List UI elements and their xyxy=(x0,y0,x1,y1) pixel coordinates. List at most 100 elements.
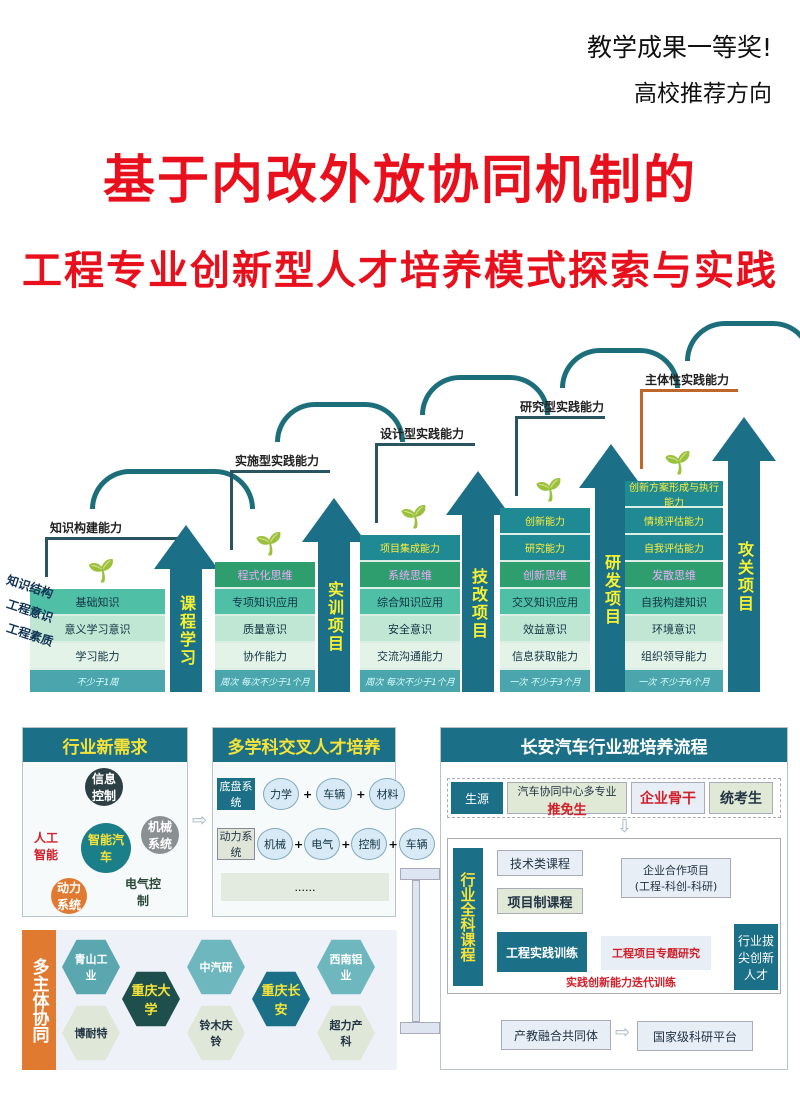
source3: 统考生 xyxy=(709,782,773,814)
row-label: 底盘系统 xyxy=(217,778,255,810)
plus-sign: + xyxy=(341,837,351,851)
side-course: 行业全科课程 xyxy=(453,848,483,986)
arrow-label: 实训项目 xyxy=(325,581,344,653)
multidiscipline-title: 多学科交叉人才培养 xyxy=(213,728,395,762)
skill-row: 自我构建知识 xyxy=(625,589,723,614)
more-placeholder: ...... xyxy=(221,873,389,901)
bracket xyxy=(640,389,738,469)
center-node: 智能汽车 xyxy=(81,823,131,873)
node: 信息控制 xyxy=(85,768,123,806)
practice-training: 工程实践训练 xyxy=(497,932,587,972)
sprout-icon: 🌱 xyxy=(87,559,115,584)
arrow-down-icon: ⇩ xyxy=(617,816,633,837)
partner-hex: 博耐特 xyxy=(62,1005,120,1061)
award-text: 教学成果一等奖! xyxy=(586,33,772,62)
plus-sign: + xyxy=(303,787,313,801)
skill-row: 安全意识 xyxy=(360,616,460,641)
skill-row: 程式化思维 xyxy=(215,562,315,587)
plus-sign: + xyxy=(388,837,398,851)
skill-row: 意义学习意识 xyxy=(30,616,165,641)
bracket xyxy=(515,416,605,496)
step-block: 项目集成能力系统思维综合知识应用安全意识交流沟通能力周次 每次不少于1个月 xyxy=(360,535,460,692)
source1-em: 推免生 xyxy=(547,803,587,818)
source-row xyxy=(447,778,781,818)
skill-row: 发散思维 xyxy=(625,562,723,587)
ability-label: 主体性实践能力 xyxy=(645,373,730,387)
iterate-text: 实践创新能力迭代训练 xyxy=(566,976,676,989)
bracket xyxy=(375,443,475,523)
step-duration: 不少于1周 xyxy=(30,670,165,692)
step-duration: 周次 每次不少于1个月 xyxy=(215,670,315,692)
partner-hex: 铃木庆铃 xyxy=(187,1005,245,1061)
arrow-label: 技改项目 xyxy=(469,567,488,640)
skill-row: 情境评估能力 xyxy=(625,508,723,533)
step-duration: 周次 每次不少于1个月 xyxy=(360,670,460,692)
skill-row: 质量意识 xyxy=(215,616,315,641)
arrow-label: 课程学习 xyxy=(177,594,196,667)
step-block: 基础知识意义学习意识学习能力不少于1周 xyxy=(30,589,165,692)
partner-hex: 重庆大学 xyxy=(122,971,180,1027)
step-duration: 一次 不少于3个月 xyxy=(500,670,590,692)
curriculum-area xyxy=(447,838,781,994)
recommend-text: 高校推荐方向 xyxy=(634,81,772,107)
tech-course: 技术类课程 xyxy=(497,850,583,876)
collab-box: 多主体协同 青山工业博耐特重庆大学中汽研铃木庆铃重庆长安西南铝业超力产科 xyxy=(22,930,397,1070)
step-block: 程式化思维专项知识应用质量意识协作能力周次 每次不少于1个月 xyxy=(215,562,315,692)
sprout-icon: 🌱 xyxy=(535,478,563,503)
node: 动力系统 xyxy=(51,878,87,914)
skill-row: 协作能力 xyxy=(215,643,315,668)
partner-hex: 中汽研 xyxy=(187,939,245,995)
skill-row: 系统思维 xyxy=(360,562,460,587)
bracket xyxy=(230,470,330,550)
arrow-right-icon: ⇨ xyxy=(192,810,208,831)
skill-row: 创新思维 xyxy=(500,562,590,587)
partner-hex: 西南铝业 xyxy=(317,939,375,995)
skill-row: 专项知识应用 xyxy=(215,589,315,614)
discipline-pill: 机械 xyxy=(257,828,293,860)
arrow-head xyxy=(446,471,510,515)
sprout-icon: 🌱 xyxy=(255,532,283,557)
enterprise-text: 企业合作项目 xyxy=(643,864,709,877)
source1-text: 汽车协同中心多专业 xyxy=(517,785,617,798)
source1: 汽车协同中心多专业推免生 xyxy=(507,782,627,818)
skill-row: 组织领导能力 xyxy=(625,643,723,668)
process-title: 长安汽车行业班培养流程 xyxy=(441,728,787,762)
ability-label: 设计型实践能力 xyxy=(380,427,465,441)
sprout-icon: 🌱 xyxy=(664,451,692,476)
skill-row: 创新能力 xyxy=(500,508,590,533)
sprout-icon: 🌱 xyxy=(400,505,428,530)
collab-title: 多主体协同 xyxy=(22,930,56,1070)
project-course: 项目制课程 xyxy=(497,888,583,914)
enterprise-project: 企业合作项目(工程-科创-科研) xyxy=(621,858,731,898)
step-duration: 一次 不少于6个月 xyxy=(625,670,723,692)
plus-sign: + xyxy=(356,787,366,801)
source2: 企业骨干 xyxy=(631,782,705,814)
source-label: 生源 xyxy=(451,782,503,814)
arrow-head xyxy=(154,525,218,569)
arrow-right-icon: ⇨ xyxy=(615,1022,631,1043)
arrow-body: 技改项目 xyxy=(462,515,494,692)
node: 人工智能 xyxy=(33,831,58,862)
title-line1: 基于内改外放协同机制的 xyxy=(102,151,697,211)
platform: 国家级科研平台 xyxy=(637,1021,753,1051)
skill-row: 自我评估能力 xyxy=(625,535,723,560)
arrow-label: 研发项目 xyxy=(602,554,621,626)
skill-row: 信息获取能力 xyxy=(500,643,590,668)
connector-arrow xyxy=(400,868,440,880)
multidiscipline-box: 多学科交叉人才培养 底盘系统 力学+车辆+材料 动力系统 机械+电气+控制+车辆… xyxy=(212,727,435,917)
skill-row: 交流沟通能力 xyxy=(360,643,460,668)
talent-output: 行业拔尖创新人才 xyxy=(734,924,778,990)
step-block: 创新能力研究能力创新思维交叉知识应用效益意识信息获取能力一次 不少于3个月 xyxy=(500,508,590,692)
industry-title: 行业新需求 xyxy=(23,728,187,762)
process-box: 长安汽车行业班培养流程 生源 汽车协同中心多专业推免生 企业骨干 统考生 ⇩ 行… xyxy=(440,727,788,1070)
skill-row: 综合知识应用 xyxy=(360,589,460,614)
arrow-body: 实训项目 xyxy=(318,542,350,692)
ability-label: 实施型实践能力 xyxy=(235,454,320,468)
skill-row: 基础知识 xyxy=(30,589,165,614)
community: 产教融合共同体 xyxy=(501,1020,611,1050)
plus-sign: + xyxy=(294,837,304,851)
arrow-head xyxy=(712,417,776,461)
arrow-body: 攻关项目 xyxy=(728,461,760,692)
project-research: 工程项目专题研究 xyxy=(601,936,711,970)
discipline-row: 机械+电气+控制+车辆 xyxy=(257,828,435,860)
